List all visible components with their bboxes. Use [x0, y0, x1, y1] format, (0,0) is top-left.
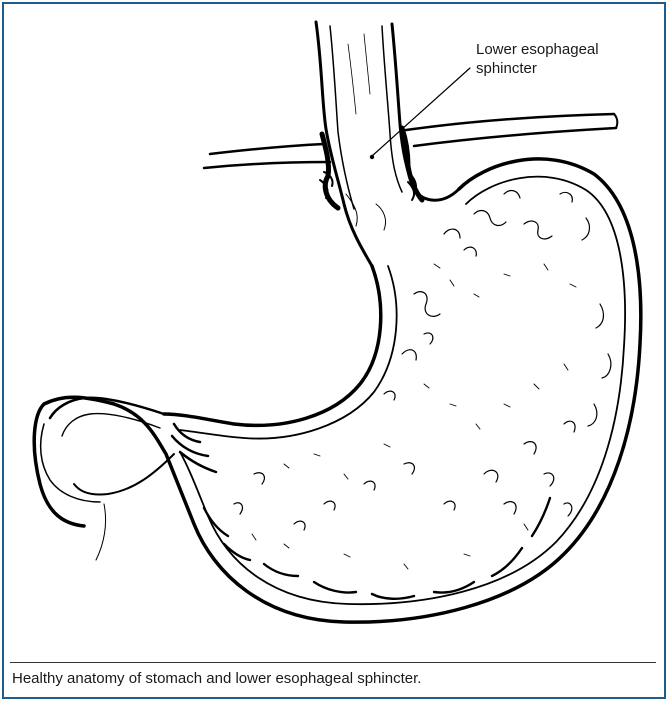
- gastric-folds: [234, 191, 611, 530]
- anatomy-illustration: Lower esophageal sphincter: [4, 4, 668, 662]
- diaphragm-left-bottom: [204, 162, 330, 168]
- callout-leader: [372, 68, 470, 156]
- lesser-curvature-outer: [164, 266, 381, 425]
- esophagus-right-wall: [392, 24, 459, 200]
- lesser-curvature-inner: [180, 266, 397, 439]
- diaphragm-right-end: [614, 114, 617, 128]
- stomach-outer-wall: [34, 159, 641, 622]
- duodenum-lower: [74, 454, 174, 495]
- callout-dot: [370, 155, 374, 159]
- figure-caption: Healthy anatomy of stomach and lower eso…: [12, 670, 421, 687]
- esophagus-left-inner: [330, 26, 354, 209]
- figure-frame: Lower esophageal sphincter Healthy anato…: [2, 2, 666, 699]
- diaphragm-left-top: [210, 144, 324, 154]
- diaphragm-right-bottom: [414, 128, 616, 146]
- duodenum-fold: [41, 424, 100, 502]
- sphincter-callout-label: Lower esophageal sphincter: [476, 40, 656, 78]
- diaphragm-right-top: [406, 114, 614, 130]
- greater-curvature-folds: [204, 498, 550, 599]
- caption-divider: [10, 662, 656, 663]
- fine-texture: [252, 264, 576, 569]
- stomach-inner-wall: [180, 177, 625, 605]
- esophagus-texture-1: [348, 44, 356, 114]
- duodenum-edge: [96, 504, 106, 560]
- esophagus-texture-4: [376, 204, 386, 230]
- stomach-drawing: [4, 4, 668, 662]
- esophagus-texture-2: [364, 34, 370, 94]
